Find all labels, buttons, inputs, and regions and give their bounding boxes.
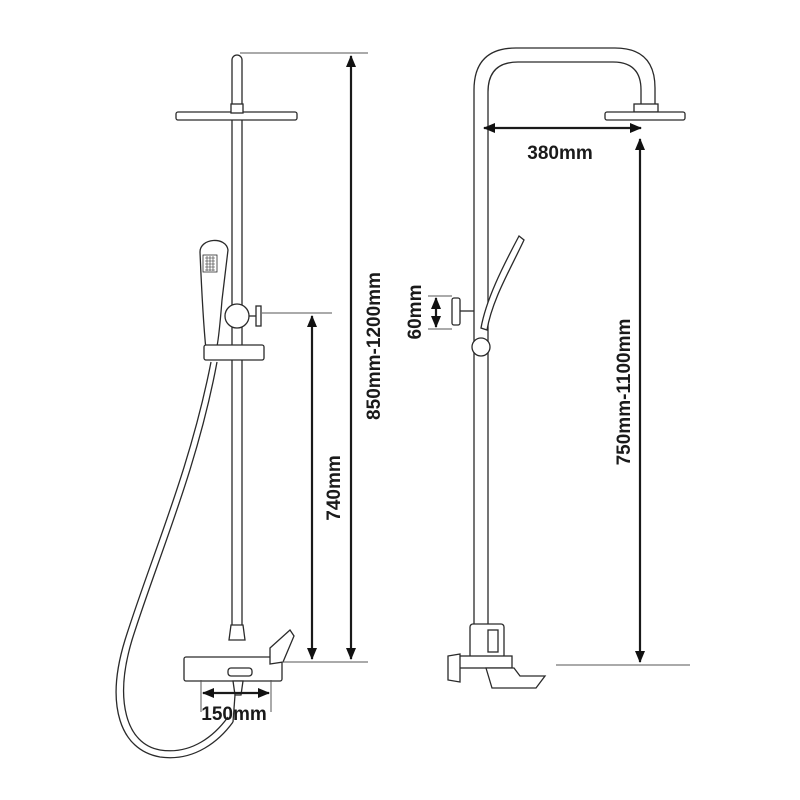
tub-spout — [227, 667, 253, 677]
mixer-lever — [269, 629, 295, 665]
side-tub-spout — [485, 667, 547, 689]
side-view: 380mm 750mm-1100mm 60mm — [405, 47, 690, 689]
hose-inner — [123, 361, 229, 752]
side-hand-shower — [480, 235, 525, 331]
hose — [115, 361, 234, 759]
pipe-diverter — [228, 624, 246, 641]
shower-head-connector — [230, 103, 244, 114]
label-total-height: 850mm-1200mm — [364, 272, 385, 420]
hand-shower — [199, 239, 229, 351]
front-view: 850mm-1200mm 740mm 150mm — [115, 52, 385, 759]
label-valve-offset: 60mm — [405, 285, 426, 340]
label-spout-width: 150mm — [201, 704, 267, 725]
slide-holder — [203, 344, 265, 361]
riser-pipe — [231, 54, 243, 634]
rail-bracket — [224, 303, 250, 329]
label-arm-reach: 380mm — [527, 143, 593, 164]
side-slider-knob — [471, 337, 491, 357]
label-head-height: 750mm-1100mm — [614, 319, 635, 466]
label-slider-height: 740mm — [324, 455, 345, 521]
side-rain-shower-head — [604, 111, 686, 121]
hand-shower-spray-face — [202, 254, 218, 273]
side-riser-outer — [473, 47, 656, 625]
side-mixer-body — [469, 623, 505, 659]
side-wall-bracket — [451, 297, 461, 326]
side-mixer-handle — [447, 653, 461, 683]
side-riser-inner — [487, 61, 642, 625]
